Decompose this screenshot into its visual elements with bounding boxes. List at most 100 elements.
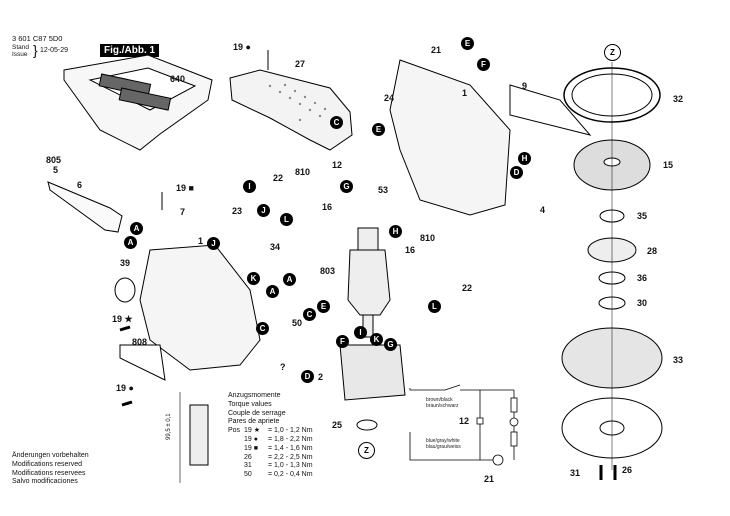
label-19-star: 19 ★	[112, 314, 133, 324]
label-1: 1	[462, 88, 468, 98]
torque-pos: 19 ★	[244, 427, 261, 435]
ring-39	[114, 277, 136, 303]
torque-row: 19 ■ = 1,4 - 1,6 Nm	[228, 445, 313, 454]
label-22-right: 22	[462, 283, 473, 293]
wiring-diagram	[409, 384, 519, 466]
marker-e: E	[317, 300, 330, 313]
label-21-top: 21	[431, 45, 442, 55]
torque-pos: 31	[244, 462, 252, 470]
marker-g: G	[384, 338, 397, 351]
marker-j: J	[207, 237, 220, 250]
cover-27	[229, 69, 353, 151]
marker-z: Z	[604, 44, 621, 61]
wire-brown-de: braun/schwarz	[426, 403, 459, 409]
pad-808	[119, 344, 166, 381]
part-number: 3 601 C87 5D0	[12, 34, 63, 43]
stand-label: Stand	[12, 44, 29, 51]
marker-a: A	[283, 273, 296, 286]
torque-value: = 1,0 - 1,3 Nm	[268, 462, 313, 470]
marker-a: A	[266, 285, 279, 298]
label-7: 7	[180, 207, 186, 217]
marker-k: K	[247, 272, 260, 285]
torque-row: 50 = 0,2 - 0,4 Nm	[228, 471, 313, 480]
label-50: 50	[292, 318, 303, 328]
marker-c: C	[303, 308, 316, 321]
marker-d: D	[510, 166, 523, 179]
circlip-25	[356, 419, 378, 431]
label-6: 6	[77, 180, 83, 190]
label-2: 2	[318, 372, 324, 382]
marker-e: E	[461, 37, 474, 50]
label-5: 5	[53, 165, 59, 175]
torque-pos: 26	[244, 453, 252, 461]
label-640: 640	[170, 74, 186, 84]
label-16-right: 16	[405, 245, 416, 255]
label-25: 25	[332, 420, 343, 430]
torque-row: 31 = 1,0 - 1,3 Nm	[228, 462, 313, 471]
label-36: 36	[637, 273, 648, 283]
dimension-label: 99,5 ± 0,1	[166, 413, 172, 440]
marker-f: F	[477, 58, 490, 71]
label-53: 53	[378, 185, 389, 195]
marker-l: L	[428, 300, 441, 313]
stand-issue-label: Stand Issue	[12, 44, 29, 58]
marker-a: A	[130, 222, 143, 235]
torque-title-fr: Couple de serrage	[228, 409, 286, 417]
marker-e: E	[372, 123, 385, 136]
torque-pos: 50	[244, 471, 252, 479]
pad-9	[509, 84, 592, 136]
torque-title-de: Anzugsmomente	[228, 392, 281, 399]
brace: }	[33, 42, 38, 58]
label-35: 35	[637, 211, 648, 221]
figure-label: Fig./Abb. 1	[100, 44, 160, 57]
label-805: 805	[46, 155, 62, 165]
marker-h: H	[518, 152, 531, 165]
label-26: 26	[622, 465, 633, 475]
label-24: 24	[384, 93, 395, 103]
field-2	[339, 344, 406, 401]
label-22-top: 22	[273, 173, 284, 183]
label-19-dot-top: 19 ●	[233, 42, 251, 52]
torque-value: = 2,2 - 2,5 Nm	[268, 453, 313, 461]
label-23: 23	[232, 206, 243, 216]
marker-k: K	[370, 333, 383, 346]
label-12: 12	[332, 160, 343, 170]
torque-value: = 0,2 - 0,4 Nm	[268, 471, 313, 479]
wire-blue-label: blue/gray/white blau/grau/weiss	[426, 438, 461, 450]
torque-row: 19 ●= 1,8 - 2,2 Nm	[228, 436, 313, 445]
label-28: 28	[647, 246, 658, 256]
torque-value: = 1,0 - 1,2 Nm	[268, 427, 313, 435]
label-unknown: ?	[280, 362, 286, 372]
marker-i: I	[243, 180, 256, 193]
torque-title-es: Pares de apriete	[228, 418, 280, 426]
marker-h: H	[389, 225, 402, 238]
torque-pos: 19 ■	[244, 444, 258, 452]
label-27: 27	[295, 59, 306, 69]
label-9: 9	[522, 81, 528, 91]
label-810-right: 810	[420, 233, 436, 243]
torque-value: = 1,4 - 1,6 Nm	[268, 444, 313, 452]
issue-label: Issue	[12, 51, 28, 58]
label-30: 30	[637, 298, 648, 308]
label-32: 32	[673, 94, 684, 104]
label-15: 15	[663, 160, 674, 170]
label-33: 33	[673, 355, 684, 365]
wire-brown-en: brown/black	[426, 397, 453, 403]
marker-a: A	[124, 236, 137, 249]
marker-f: F	[336, 335, 349, 348]
armature-803	[347, 249, 391, 316]
label-21-wiring: 21	[484, 474, 495, 484]
wire-blue-de: blau/grau/weiss	[426, 444, 461, 450]
label-39: 39	[120, 258, 131, 268]
modification-line: Modifications reserved	[12, 460, 83, 468]
torque-title-en: Torque values	[228, 400, 272, 408]
marker-g: G	[340, 180, 353, 193]
marker-j: J	[257, 204, 270, 217]
marker-d: D	[301, 370, 314, 383]
wire-blue-en: blue/gray/white	[426, 438, 460, 444]
label-16-top: 16	[322, 202, 333, 212]
housing-1	[389, 59, 511, 216]
marker-i: I	[354, 326, 367, 339]
label-34: 34	[270, 242, 281, 252]
torque-value: = 1,8 - 2,2 Nm	[268, 435, 313, 443]
